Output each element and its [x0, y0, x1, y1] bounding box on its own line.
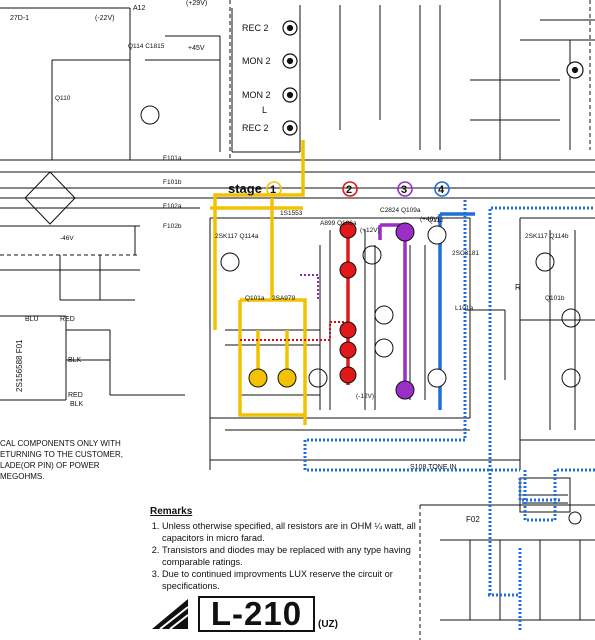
label-sa979: 2SA979 — [272, 295, 296, 302]
label-sk117b: 2SK117 Q114b — [525, 233, 569, 240]
q105a-transistor — [339, 366, 357, 384]
q101a-transistor — [248, 368, 268, 388]
label-27d1: 27D-1 — [10, 15, 29, 22]
stage-labels: stage 1 2 3 4 — [228, 181, 450, 197]
q112-transistor — [427, 225, 447, 245]
label-minus46: -46V — [60, 235, 74, 242]
label-f102a: F102a — [163, 203, 182, 210]
jack-labels: REC 2 MON 2 MON 2 L REC 2 — [242, 23, 271, 133]
label-minus12: (-12V) — [356, 393, 374, 400]
wire-red: RED — [60, 316, 75, 323]
q106a-transistor — [339, 221, 357, 239]
label-29v: (+29V) — [186, 0, 207, 7]
wire-blk: BLK — [68, 357, 82, 364]
stage3-path — [378, 223, 407, 392]
jack-label-mon2b: MON 2 — [242, 90, 271, 100]
left-block-labels: BLU RED BLK RED BLK 2S156588 F01 — [15, 316, 84, 408]
label-22v: (-22V) — [95, 15, 114, 22]
q111a-transistor — [339, 261, 357, 279]
q103a-transistor — [339, 341, 357, 359]
label-s108: S108 TONE IN — [410, 464, 456, 471]
label-sk117a: 2SK117 Q114a — [215, 233, 259, 240]
label-q101: Q101a — [245, 295, 265, 302]
wire-blk2: BLK — [70, 401, 84, 408]
stage1-path — [210, 140, 307, 425]
label-plus46: (+46V) — [420, 216, 440, 223]
label-q114: Q114 C1815 — [128, 43, 165, 50]
lux-logo-icon — [152, 599, 189, 630]
stage3-trace — [300, 274, 319, 300]
label-f102b: F102b — [163, 223, 182, 230]
q109a-transistor — [395, 222, 415, 242]
left-note-3: ETURNING TO THE CUSTOMER, — [0, 450, 123, 459]
label-q101r: Q101b — [545, 295, 565, 302]
stage4-transistors — [427, 225, 447, 388]
jack-label-mon2: MON 2 — [242, 56, 271, 66]
stage1-transistors — [248, 368, 297, 388]
stage3-transistors — [395, 222, 415, 400]
label-f101b: F101b — [163, 179, 182, 186]
remark-item-2: Transistors and diodes may be replaced w… — [162, 544, 430, 568]
part-2s156588: 2S156588 F01 — [15, 339, 24, 392]
label-a899: A899 Q106a — [320, 220, 357, 227]
remarks-title: Remarks — [150, 506, 193, 517]
stage4-number: 4 — [438, 184, 445, 196]
wire-red2: RED — [68, 392, 83, 399]
stage2-trace — [240, 321, 348, 341]
label-q109: C2824 Q109a — [380, 207, 421, 214]
q110a-transistor — [395, 380, 415, 400]
stage3-number: 3 — [401, 184, 407, 196]
stage4-bus — [303, 200, 595, 630]
top-labels: 27D-1 (-22V) A12 +45V (+29V) — [10, 0, 207, 52]
q107a-transistor — [339, 321, 357, 339]
left-note-1: CAL COMPONENTS ONLY WITH — [0, 439, 121, 448]
label-q110: Q110 — [55, 95, 71, 102]
rca-jacks — [282, 20, 584, 136]
label-45v: +45V — [188, 45, 205, 52]
jack-label-rec2: REC 2 — [242, 23, 269, 33]
component-labels: Q114 C1815 Q110 C2824 Q109a Q112 Q101a Q… — [55, 43, 569, 524]
q102a-transistor — [277, 368, 297, 388]
label-c3181: 2SC3181 — [452, 250, 479, 257]
label-f101a: F101a — [163, 155, 182, 162]
label-1s1553: 1S1553 — [280, 210, 303, 217]
left-note-5: MEGOHMS. — [0, 472, 45, 481]
remark-item-3: Due to continued improvments LUX reserve… — [162, 568, 430, 592]
label-a12: A12 — [133, 5, 146, 12]
remarks-block: Remarks Unless otherwise specified, all … — [150, 506, 430, 592]
label-q112: Q112 — [428, 217, 444, 224]
stage-word: stage — [228, 181, 262, 196]
model-suffix: (UZ) — [318, 619, 338, 630]
left-notes: CAL COMPONENTS ONLY WITH ETURNING TO THE… — [0, 438, 123, 482]
stage2-transistors — [339, 221, 357, 384]
label-l101: L101a — [455, 305, 473, 312]
label-f02: F02 — [466, 515, 480, 524]
wire-blu: BLU — [25, 316, 39, 323]
left-note-4: LADE(OR PIN) OF POWER — [0, 461, 100, 470]
label-plus12: (+12V) — [360, 227, 380, 234]
remark-item-1: Unless otherwise specified, all resistor… — [162, 520, 430, 544]
stage2-number: 2 — [346, 184, 352, 196]
jack-label-l: L — [262, 105, 267, 115]
label-r: R — [515, 283, 521, 292]
remarks-list: Unless otherwise specified, all resistor… — [150, 520, 430, 592]
jack-label-rec2b: REC 2 — [242, 123, 269, 133]
model-name: L-210 — [198, 596, 315, 632]
transistors — [140, 105, 582, 525]
stage1-number: 1 — [270, 184, 276, 196]
q113-transistor — [427, 368, 447, 388]
